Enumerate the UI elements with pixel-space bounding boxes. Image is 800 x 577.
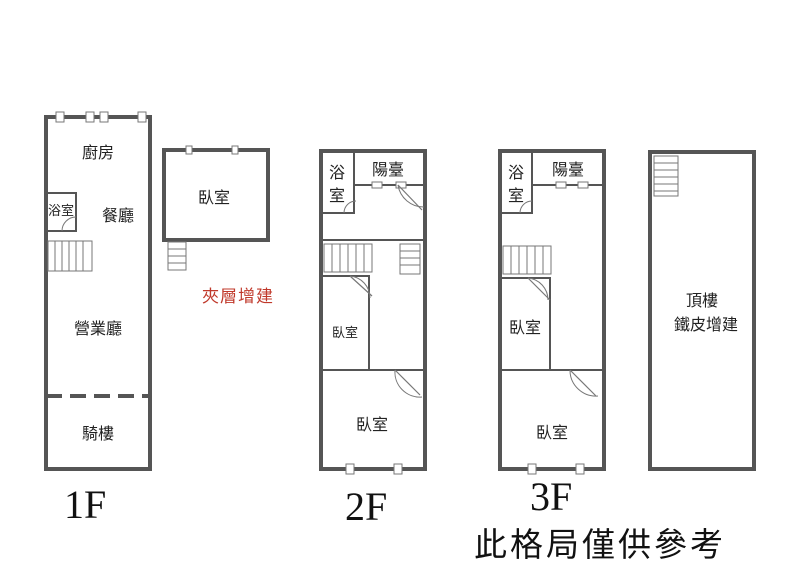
2f-bath-door-swing (343, 200, 357, 214)
floor-1f: 廚房 餐廳 浴室 營業廳 騎樓 (44, 111, 152, 471)
mezzanine-bedroom-label: 臥室 (198, 188, 230, 207)
2f-door-swing-3 (394, 369, 423, 398)
2f-large-bedroom-label: 臥室 (356, 415, 388, 434)
2f-door-leaf-3 (394, 369, 421, 396)
1f-window-1 (55, 111, 65, 123)
mezzanine-window-1 (185, 145, 193, 155)
3f-door-swing-2 (569, 369, 599, 397)
1f-window-3 (99, 111, 109, 123)
2f-small-bedroom-wall (320, 275, 370, 371)
1f-window-4 (137, 111, 147, 123)
2f-window-1 (345, 463, 355, 475)
2f-door-leaf-2 (349, 275, 373, 297)
3f-window-2 (575, 463, 585, 475)
3f-door-swing-1 (527, 277, 549, 301)
floor-label-2f: 2F (345, 484, 387, 529)
3f-balcony-wall (531, 150, 605, 186)
1f-dining-label: 餐廳 (102, 206, 134, 225)
1f-bath-door-swing (61, 216, 77, 232)
3f-balcony-door-1 (555, 181, 567, 189)
mezzanine-window-2 (231, 145, 239, 155)
2f-bath-label-1: 浴 (329, 163, 345, 182)
2f-door-swing-2 (349, 275, 371, 299)
2f-bath-label-2: 室 (329, 186, 345, 205)
2f-balcony-wall (353, 150, 426, 186)
3f-door-leaf-2 (569, 369, 597, 397)
mezzanine-stair (167, 241, 187, 271)
mezzanine-wall (162, 148, 270, 242)
3f-stair (502, 245, 552, 275)
mezzanine-note: 夾層增建 (202, 287, 274, 307)
3f-balcony-door-2 (577, 181, 589, 189)
2f-small-bedroom-label: 臥室 (332, 325, 358, 341)
3f-bath-label-1: 浴 (508, 163, 524, 182)
floor-label-3f: 3F (530, 474, 572, 519)
1f-kitchen-label: 廚房 (82, 143, 114, 162)
roof-floor: 頂樓 鐵皮增建 (648, 150, 756, 471)
mezzanine: 臥室 夾層增建 (162, 145, 274, 307)
roof-stair (653, 155, 679, 197)
1f-bath-wall (45, 192, 77, 232)
3f-bath-label-2: 室 (508, 186, 524, 205)
1f-bath-label: 浴室 (48, 203, 74, 219)
roof-label-line1: 頂樓 (686, 291, 718, 310)
1f-stair (47, 240, 93, 272)
floor-label-1f: 1F (64, 482, 106, 527)
2f-balcony-door-1 (371, 181, 383, 189)
floor-2f: 浴 室 陽臺 臥室 臥室 (319, 149, 427, 475)
1f-business-hall-label: 營業廳 (74, 319, 122, 338)
3f-window-1 (527, 463, 537, 475)
disclaimer-text: 此格局僅供參考 (474, 525, 726, 564)
1f-window-2 (85, 111, 95, 123)
2f-stair-left (323, 243, 373, 273)
3f-balcony-label: 陽臺 (552, 160, 584, 179)
2f-door-leaf-1 (397, 184, 423, 211)
2f-stair-right (399, 243, 421, 275)
roof-label-line2: 鐵皮增建 (674, 315, 738, 334)
1f-outer-wall (44, 115, 152, 471)
2f-balcony-door-2 (395, 181, 407, 189)
2f-door-swing-1 (397, 184, 425, 208)
2f-balcony-label: 陽臺 (372, 160, 404, 179)
3f-door-leaf-1 (527, 277, 551, 301)
3f-bath-door-swing (519, 200, 533, 214)
3f-large-bedroom-label: 臥室 (536, 423, 568, 442)
2f-window-2 (393, 463, 403, 475)
floor-3f: 浴 室 陽臺 臥室 臥室 (498, 149, 606, 475)
3f-small-bedroom-label: 臥室 (509, 318, 541, 337)
roof-outer-wall (648, 150, 756, 471)
1f-arcade-label: 騎樓 (82, 424, 114, 443)
